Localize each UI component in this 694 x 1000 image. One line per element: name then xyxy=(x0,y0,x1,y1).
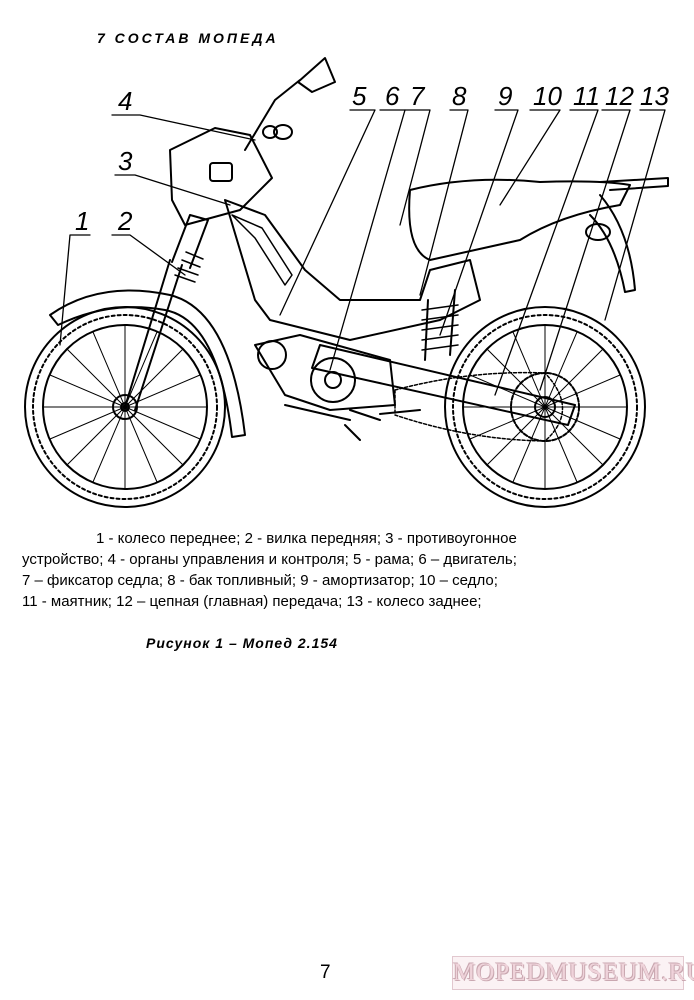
section-heading: 7 СОСТАВ МОПЕДА xyxy=(97,30,279,46)
label-5: 5 xyxy=(352,81,367,111)
label-3: 3 xyxy=(118,146,133,176)
front-fork xyxy=(124,214,209,411)
legend-line: 1 - колесо переднее; 2 - вилка передняя;… xyxy=(96,530,517,547)
frame xyxy=(224,199,481,341)
label-7: 7 xyxy=(410,81,426,111)
legend-line: 7 – фиксатор седла; 8 - бак топливный; 9… xyxy=(22,572,498,589)
label-9: 9 xyxy=(498,81,512,111)
legend-line: 11 - маятник; 12 – цепная (главная) пере… xyxy=(22,593,482,610)
label-12: 12 xyxy=(605,81,634,111)
chain xyxy=(394,371,564,442)
label-1: 1 xyxy=(75,206,89,236)
handlebar-cowl xyxy=(169,127,273,226)
label-8: 8 xyxy=(452,81,467,111)
seat xyxy=(408,178,631,261)
watermark-logo: MOPEDMUSEUM.RU xyxy=(452,956,694,990)
label-13: 13 xyxy=(640,81,669,111)
front-fender xyxy=(49,289,246,438)
label-6: 6 xyxy=(385,81,400,111)
label-2: 2 xyxy=(117,206,133,236)
label-4: 4 xyxy=(118,86,132,116)
page-number: 7 xyxy=(320,962,331,983)
legend-text: 1 - колесо переднее; 2 - вилка передняя;… xyxy=(22,528,672,612)
label-10: 10 xyxy=(533,81,562,111)
figure-title: Рисунок 1 – Мопед 2.154 xyxy=(146,635,338,651)
rear-wheel xyxy=(444,306,646,508)
label-11: 11 xyxy=(573,81,600,111)
legend-line: устройство; 4 - органы управления и конт… xyxy=(22,551,517,568)
swingarm xyxy=(311,344,576,426)
